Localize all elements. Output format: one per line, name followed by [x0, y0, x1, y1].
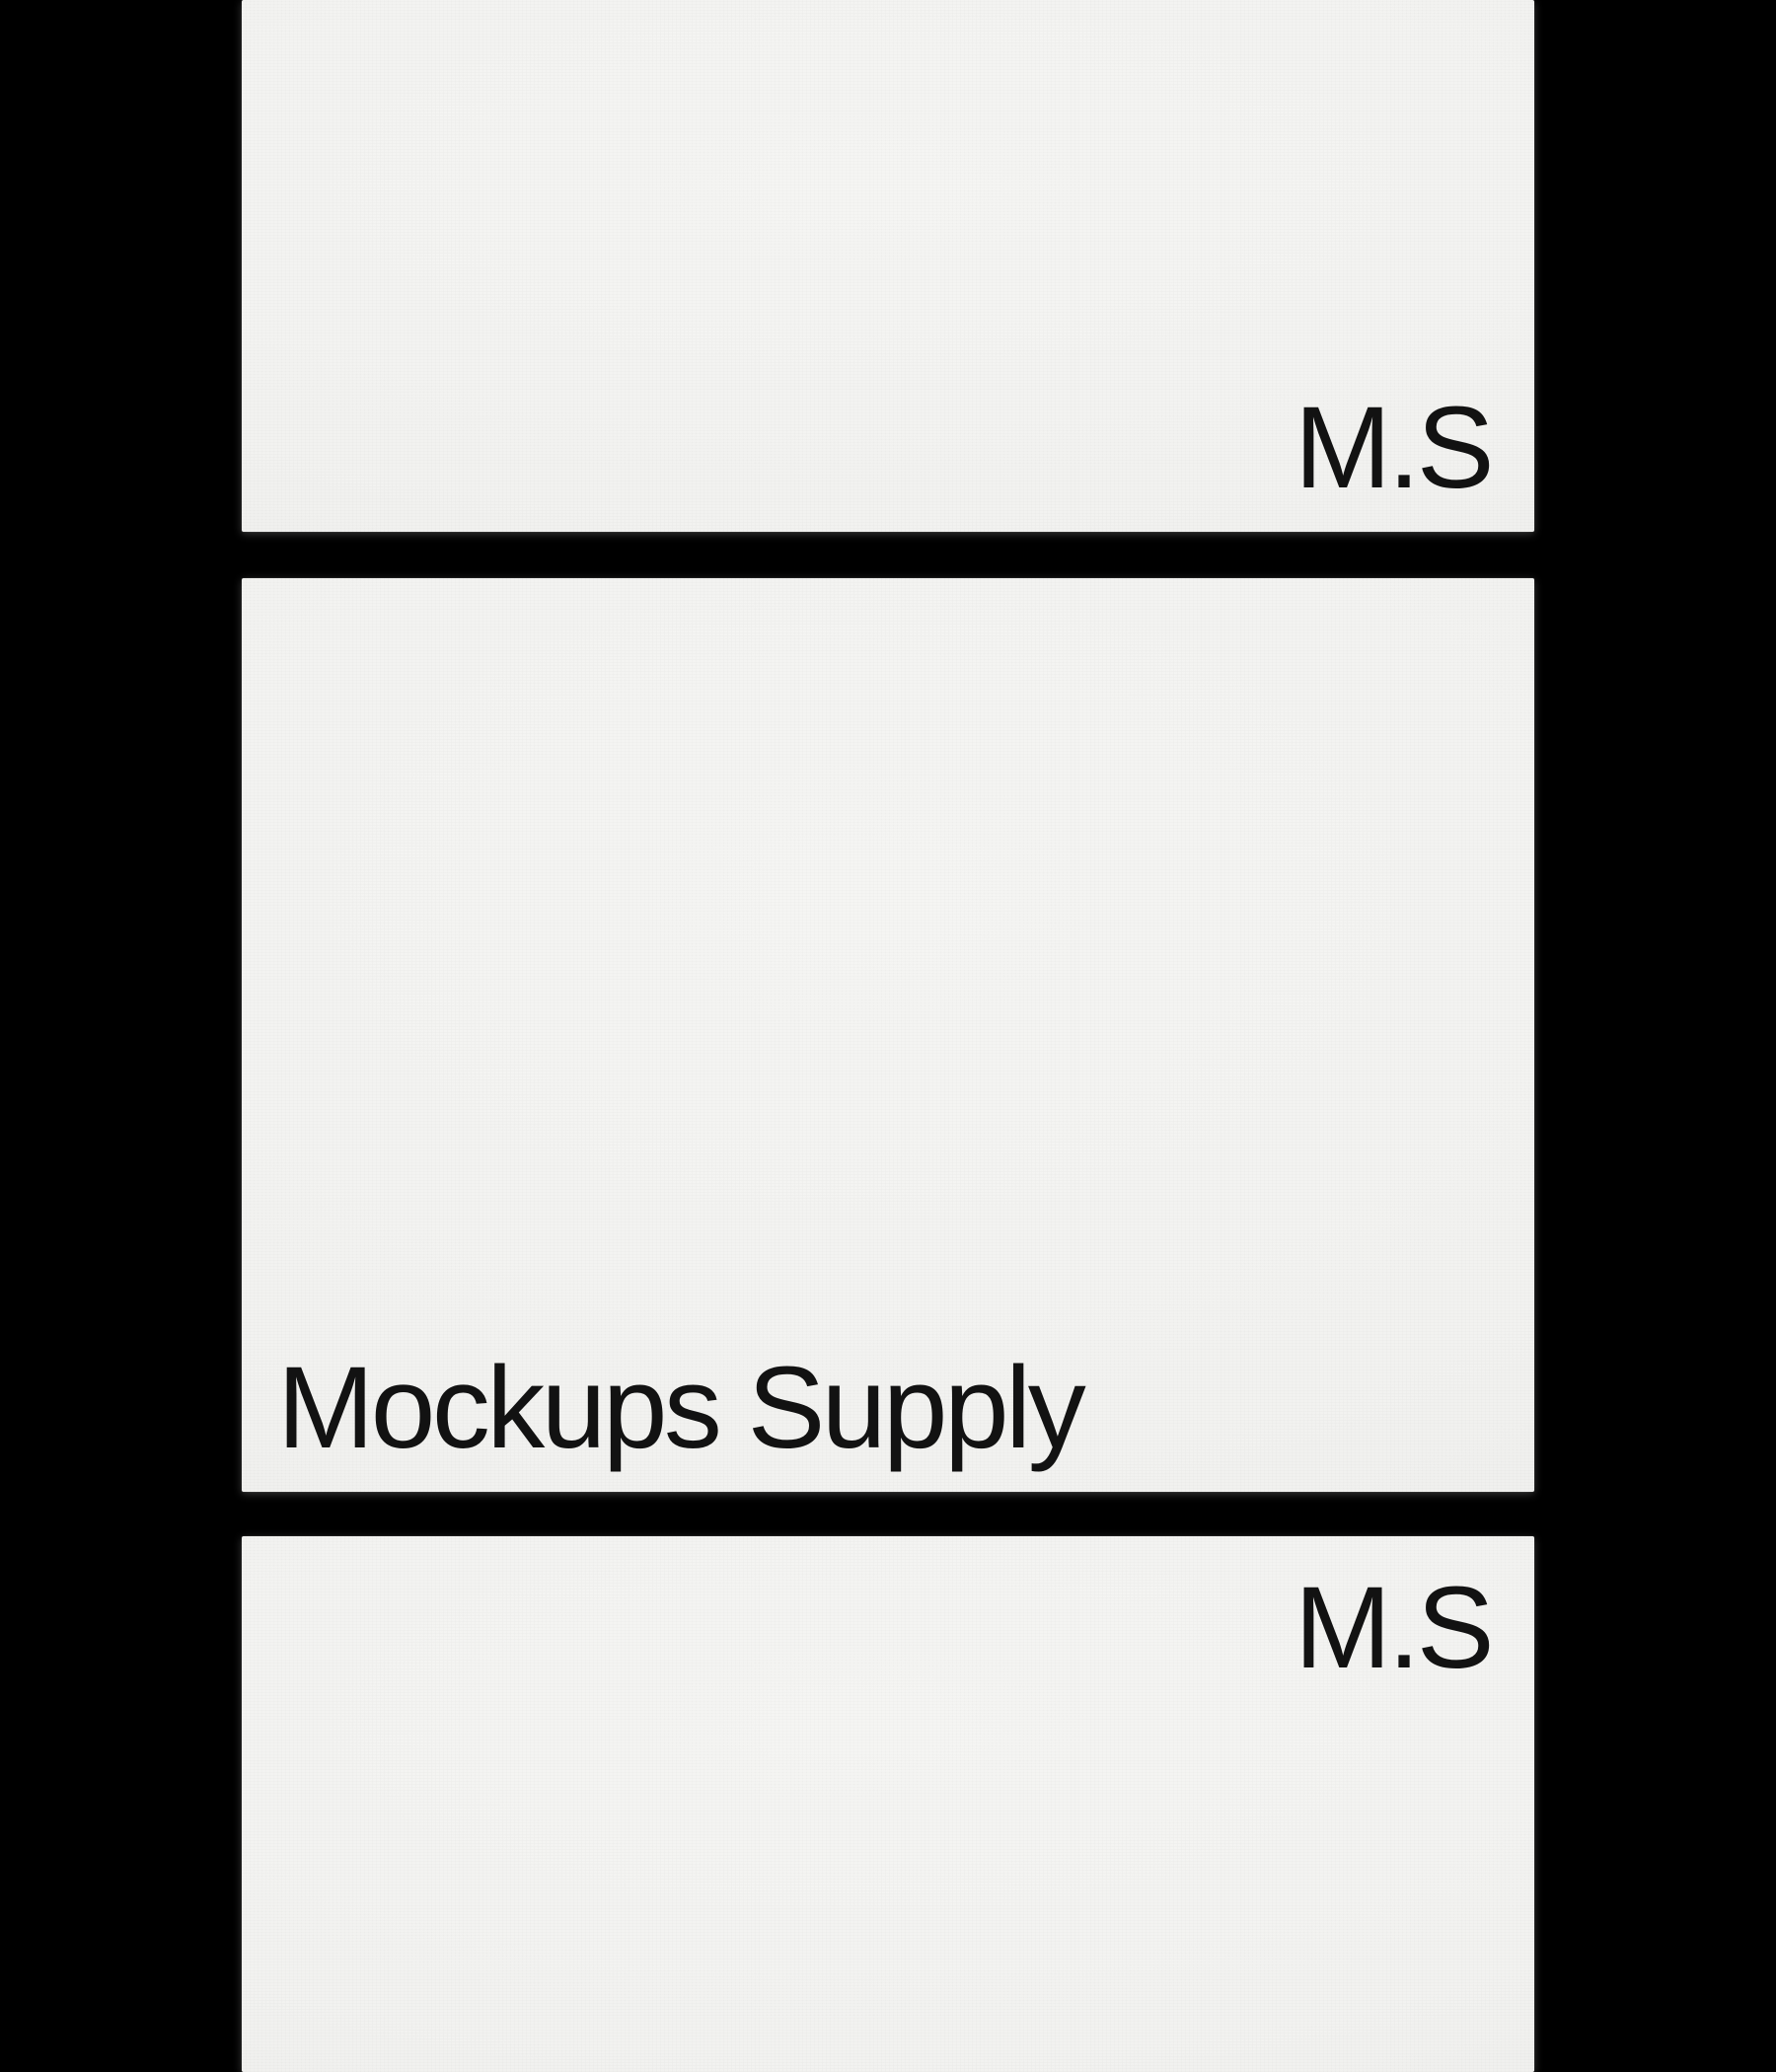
- paper-card-top: M.S: [242, 0, 1534, 532]
- paper-card-middle: Mockups Supply: [242, 578, 1534, 1492]
- paper-card-bottom: M.S: [242, 1536, 1534, 2072]
- brand-initials-bottom: M.S: [1294, 1563, 1495, 1693]
- brand-wordmark: Mockups Supply: [277, 1343, 1086, 1473]
- brand-initials-top: M.S: [1294, 383, 1495, 513]
